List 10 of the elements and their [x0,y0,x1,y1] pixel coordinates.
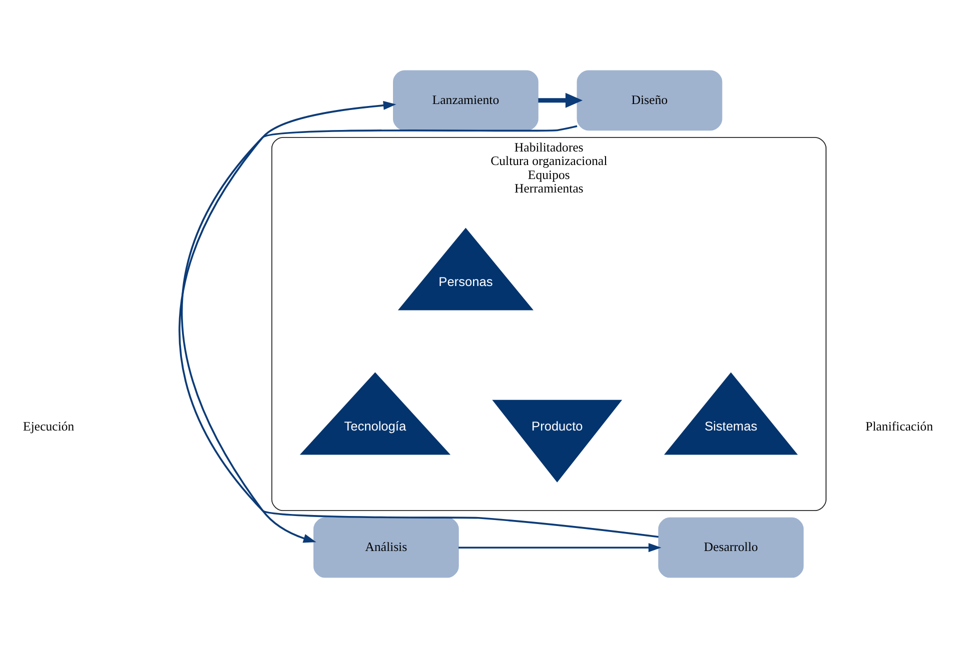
label: Ejecución [23,420,74,434]
node-box: Desarrollo [658,517,804,578]
arrow [458,543,662,552]
node-box: Análisis [313,517,459,578]
arrow [178,100,659,538]
node-box: Lanzamiento [392,70,538,131]
label: Planificación [865,420,933,434]
arrow [538,92,583,108]
node-box: Diseño [576,70,722,131]
arrow [181,125,578,543]
